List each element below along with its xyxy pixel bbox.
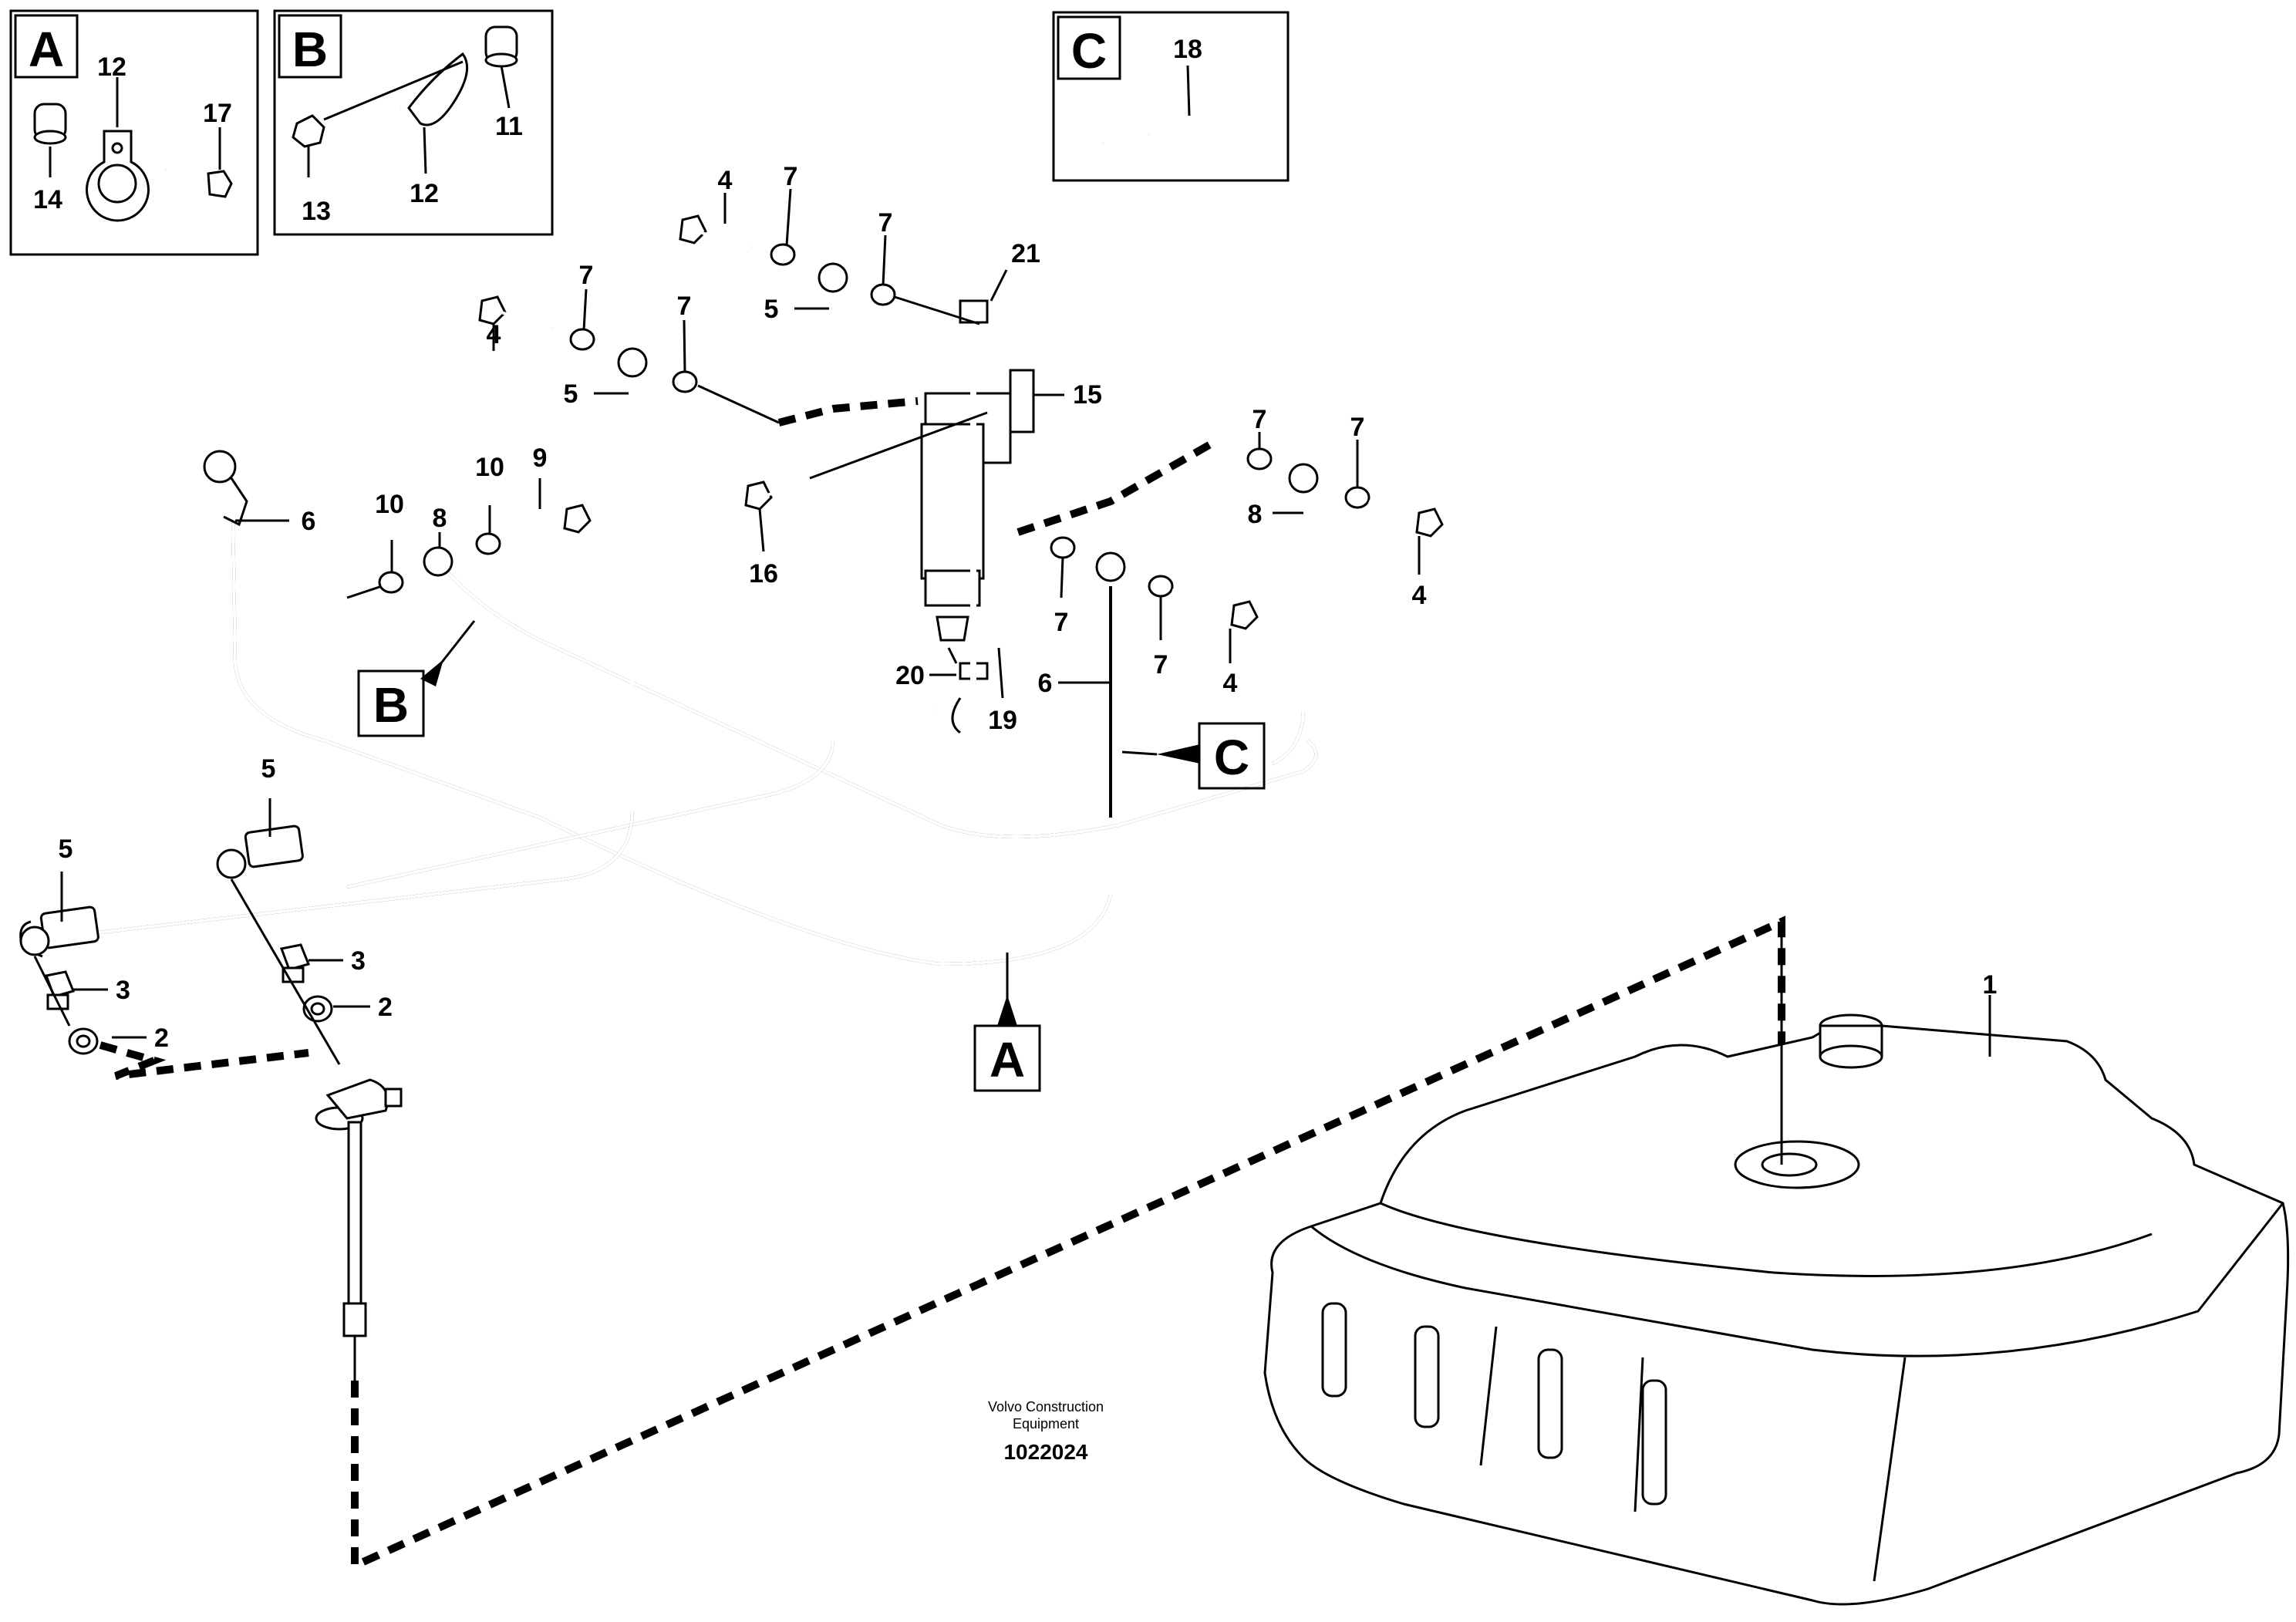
hose-end-left [19,905,99,958]
label-drain-hose: 20 [895,661,925,690]
inset-b: B 11 12 13 [273,9,554,236]
label-washer-right-a: 7 [1253,405,1267,434]
label-filter-bracket: 15 [1073,380,1102,410]
label-tank: 1 [1983,970,1998,1000]
lower-right-assembly [1050,536,1259,630]
title-block: Volvo Construction Equipment 1022024 [988,1399,1104,1464]
label-banjo-right: 8 [1248,500,1263,529]
inset-a-clamp [86,130,150,222]
pipe-6-elbow [203,450,248,527]
brand-line-1: Volvo Construction [988,1399,1104,1415]
callout-a-letter: A [990,1032,1025,1088]
filter-bolt-16 [744,411,988,511]
inset-b-clamp [407,52,469,126]
label-clip: 21 [1011,239,1040,268]
inset-b-label-bolt: 13 [302,197,331,226]
callout-c-letter: C [1214,730,1249,785]
inset-b-spacer [484,25,518,68]
part-labels: 1 2 2 3 3 4 4 4 4 5 5 5 5 6 6 7 7 7 7 7 … [59,162,1998,1053]
fuel-level-sender [315,1078,403,1381]
fitting-3-mid [279,943,311,983]
label-hose-bottom-mid: 5 [261,754,276,784]
fuel-lines [92,301,1318,966]
label-fitting-mid: 3 [351,946,366,976]
label-clamp-drain: 19 [988,706,1017,735]
inset-c: C 18 [1052,11,1290,182]
fuel-filter [920,255,1035,744]
inset-c-letter: C [1071,23,1107,79]
top-left-assembly [478,295,780,424]
label-bolt-lower-right: 4 [1223,669,1238,698]
callout-b-letter: B [373,677,409,733]
inset-b-label-clamp: 12 [410,179,439,208]
top-mid-assembly [679,214,980,325]
label-hose-top-mid: 5 [764,295,779,324]
label-washer-lower-right-b: 7 [1154,650,1168,679]
inset-a-letter: A [29,22,64,77]
inset-a: A 12 17 14 [9,9,259,256]
label-washer-top-left-a: 7 [579,261,594,290]
label-washer-small-a: 10 [375,490,404,519]
fitting-3-left [44,970,76,1010]
label-hose-bottom-left: 5 [59,835,73,864]
label-washer-mid: 2 [378,993,393,1022]
leader-lines [60,188,1991,1057]
label-pipe-left: 6 [302,507,316,536]
label-bolt-top-left: 4 [487,320,501,349]
fuel-tank [1263,918,2290,1606]
hose-end-mid [216,824,304,879]
label-pipe-right: 6 [1038,669,1053,698]
label-washer-left: 2 [154,1023,169,1053]
inset-a-spacer [33,103,67,145]
drawing-number: 1022024 [1003,1440,1087,1464]
label-washer-right-b: 7 [1350,413,1365,442]
small-banjo-assembly [346,504,592,599]
right-assembly [1246,447,1444,538]
label-bolt-small: 9 [533,443,548,473]
label-washer-lower-right-a: 7 [1054,608,1069,637]
label-filter-bolt: 16 [749,559,778,588]
inset-a-label-spacer: 14 [33,185,62,214]
label-washer-top-mid-a: 7 [784,162,798,191]
label-banjo-left: 8 [433,504,447,533]
callout-a: A [973,953,1041,1092]
label-bolt-top-mid: 4 [718,166,733,195]
label-washer-top-mid-b: 7 [878,208,893,238]
inset-a-label-bolt: 17 [203,99,232,128]
callout-b: B [357,620,476,737]
callout-c: C [1121,722,1266,790]
inset-b-letter: B [292,22,328,77]
inset-c-label-strap: 18 [1173,35,1202,64]
inset-c-strap [1101,110,1224,147]
label-hose-top-left: 5 [564,379,578,409]
inset-a-bolt [165,168,233,198]
brand-line-2: Equipment [1013,1416,1079,1431]
inset-b-bolt [292,106,402,148]
washer-2-left [68,1027,99,1055]
label-bolt-right: 4 [1412,581,1427,610]
label-fitting-left: 3 [116,976,130,1005]
inset-b-label-spacer: 11 [495,112,523,141]
inset-a-label-clamp: 12 [97,52,126,82]
label-washer-top-left-b: 7 [677,292,692,321]
label-washer-small-b: 10 [475,453,504,482]
